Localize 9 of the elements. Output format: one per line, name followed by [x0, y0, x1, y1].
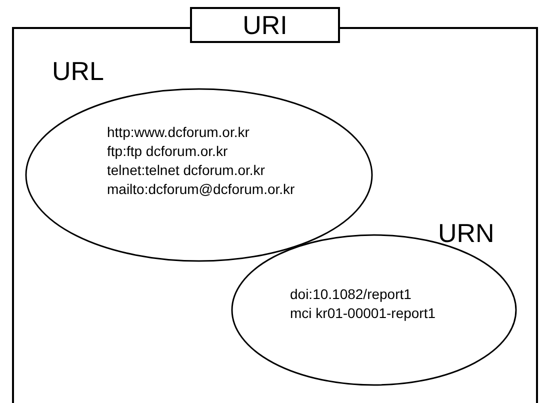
uri-example-text: mci kr01-00001-report1 — [290, 304, 436, 323]
uri-example-text: ftp:ftp dcforum.or.kr — [107, 142, 228, 161]
title-tab: URI — [190, 7, 340, 43]
set-label: URL — [52, 57, 104, 85]
uri-example-text: telnet:telnet dcforum.or.kr — [107, 161, 265, 180]
set-label: URN — [438, 219, 494, 247]
uri-example-text: http:www.dcforum.or.kr — [107, 123, 250, 142]
uri-example-text: doi:10.1082/report1 — [290, 285, 412, 304]
uri-example-text: mailto:dcforum@dcforum.or.kr — [107, 180, 295, 199]
